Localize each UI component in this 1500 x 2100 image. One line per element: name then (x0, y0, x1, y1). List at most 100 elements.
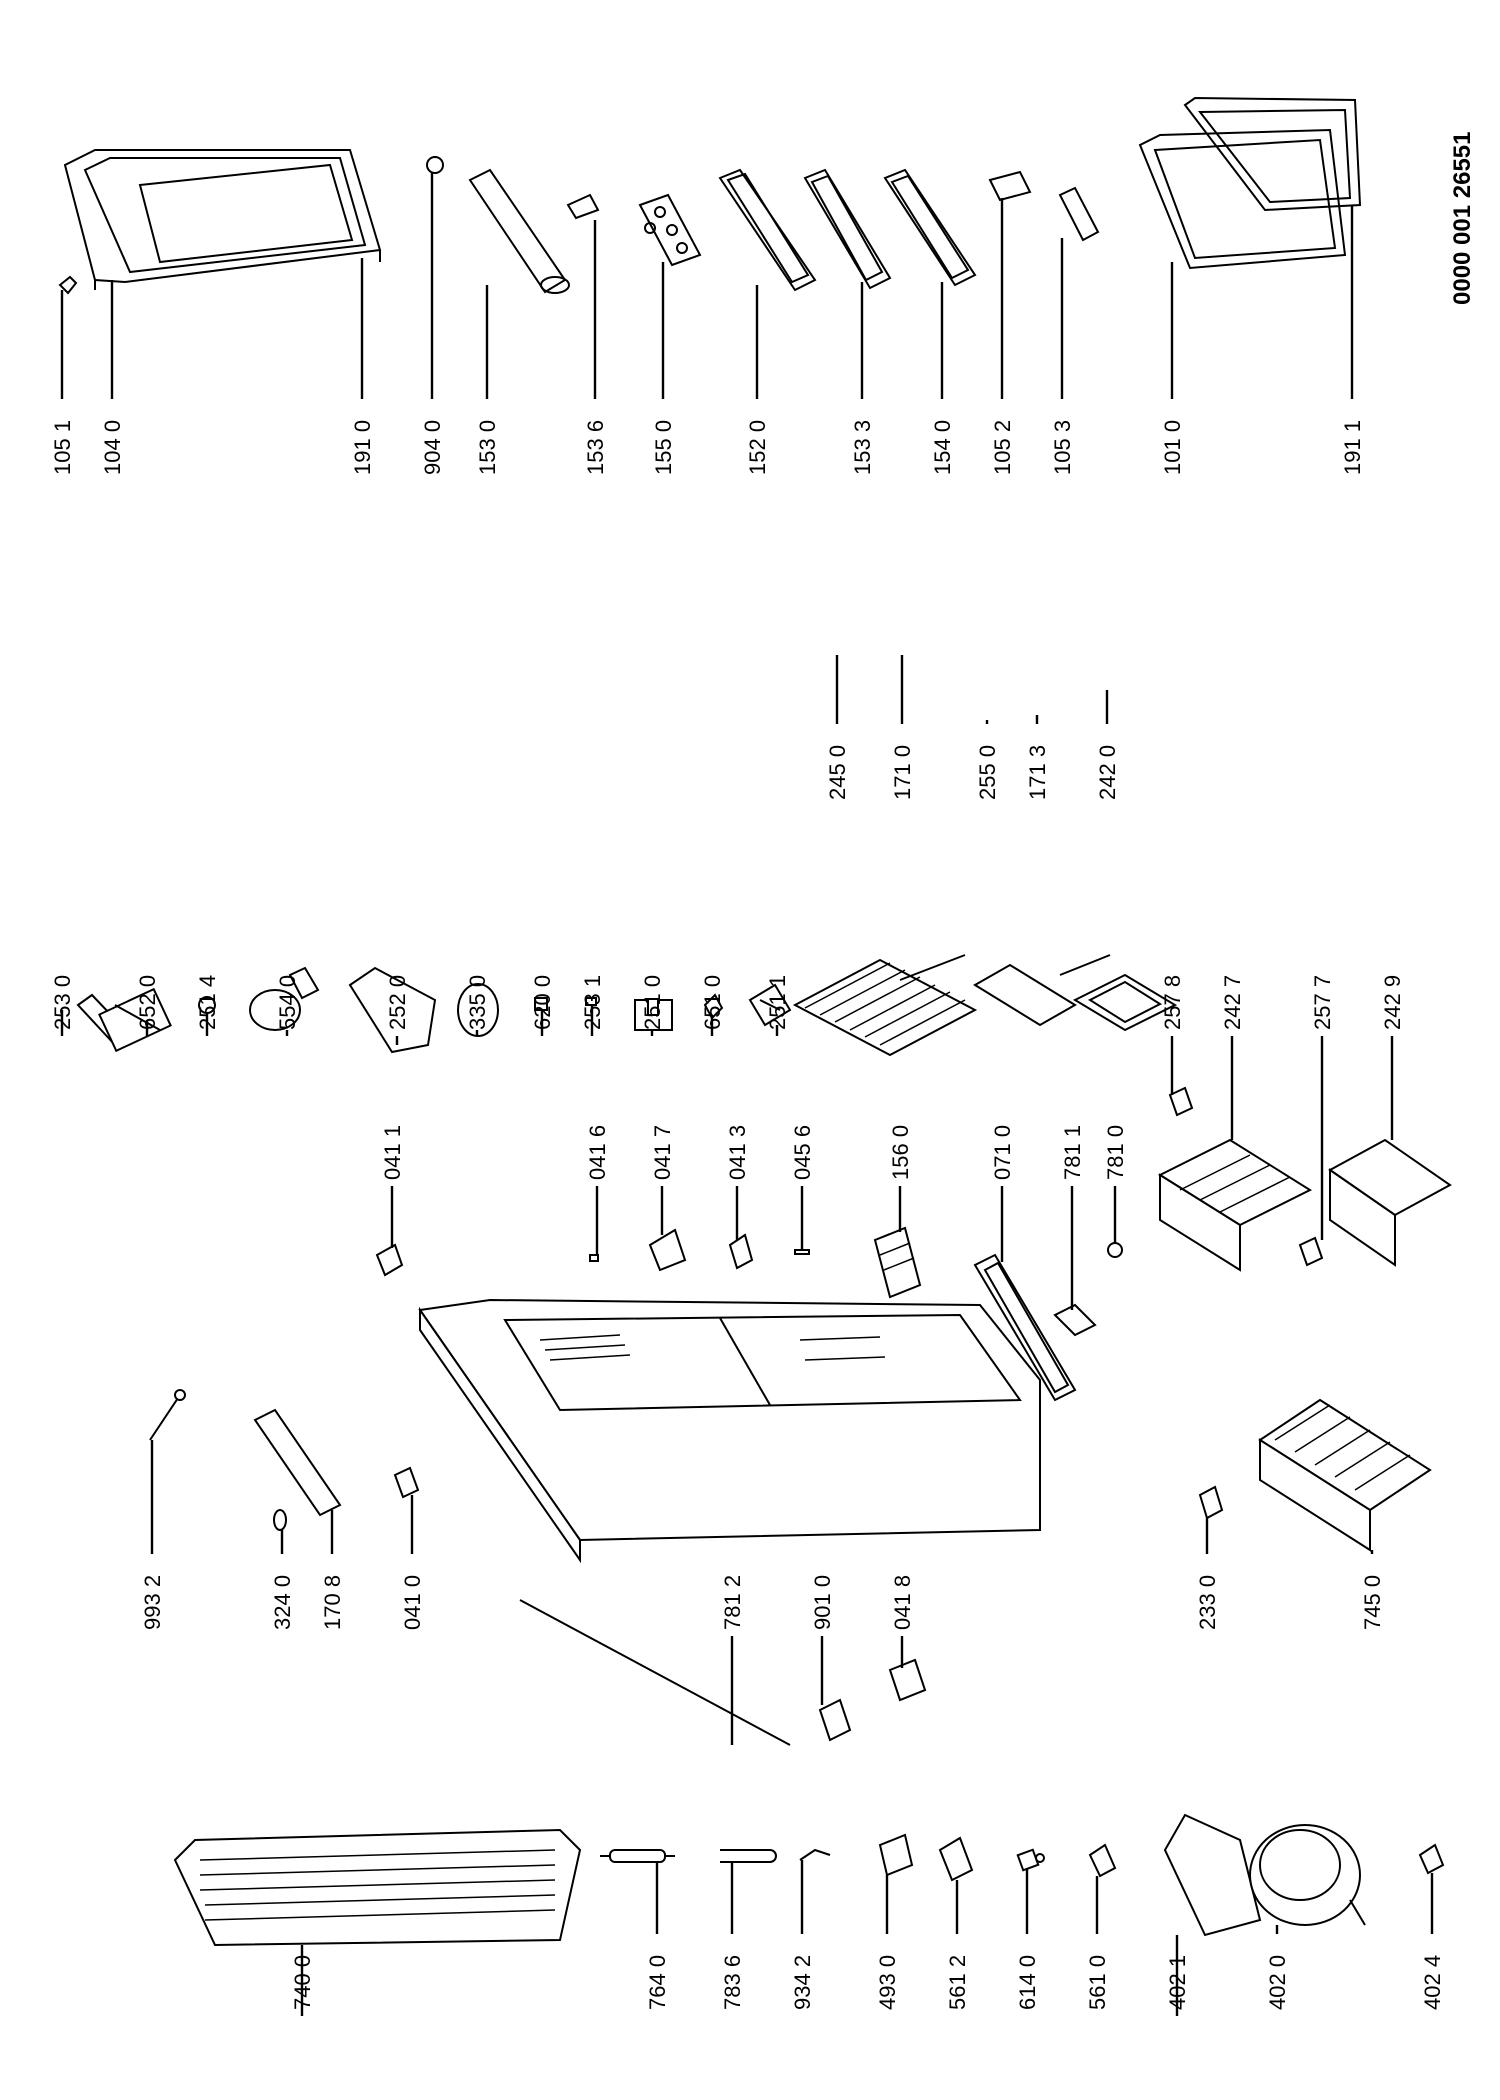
bulb-drawing (273, 1509, 287, 1531)
callout-label: 152 0 (745, 420, 770, 475)
dryer-drawing (600, 1849, 675, 1863)
thermal-protector-drawing (1016, 1848, 1045, 1872)
callout-label: 104 0 (100, 420, 125, 475)
compressor-drawing (1249, 1824, 1366, 1926)
callout-label: 233 0 (1195, 1575, 1220, 1630)
callout-label: 614 0 (1015, 1955, 1040, 2010)
door-shelf-large-drawing (718, 168, 817, 292)
compressor-base-drawing (1163, 1813, 1262, 1937)
callout-label: 561 0 (1085, 1955, 1110, 2010)
tube-drawing (720, 1849, 777, 1863)
callout-label: 041 3 (725, 1125, 750, 1180)
callout-label: 257 7 (1310, 975, 1335, 1030)
callout-label: 153 6 (583, 420, 608, 475)
callout-label: 901 0 (810, 1575, 835, 1630)
small-crisper-drawing (1072, 973, 1178, 1032)
condenser-drawing (173, 1828, 582, 1947)
lamp-cover-drawing (634, 999, 673, 1031)
callout-label: 561 2 (945, 1955, 970, 2010)
thermostat-housing-drawing (348, 966, 437, 1054)
callout-label: 651 0 (700, 975, 725, 1030)
door-shelf-medium-drawing (803, 168, 892, 290)
shelf-trim-drawing (1059, 954, 1111, 976)
hinge-pin-drawing (58, 275, 78, 295)
callout-label: 105 3 (1050, 420, 1075, 475)
callout-label: 191 0 (350, 420, 375, 475)
callout-label: 402 4 (1420, 1955, 1445, 2010)
callout-label: 191 1 (1340, 420, 1365, 475)
fridge-door-gasket-drawing (1183, 96, 1362, 212)
bracket-lower-drawing (393, 1466, 420, 1499)
callout-label: 251 0 (640, 975, 665, 1030)
callout-label: 620 0 (530, 975, 555, 1030)
knob-drawing (426, 156, 444, 174)
callout-label: 242 0 (1095, 745, 1120, 800)
callout-label: 781 0 (1103, 1125, 1128, 1180)
rod-drawing (519, 1599, 791, 1746)
callout-label: 252 0 (385, 975, 410, 1030)
freezer-drawer-lower-drawing (1328, 1138, 1452, 1267)
callout-label: 041 1 (380, 1125, 405, 1180)
connector-block-drawing (1088, 1843, 1117, 1878)
callout-label: 745 0 (1360, 1575, 1385, 1630)
hinge-bracket-drawing (1058, 186, 1100, 242)
callout-label: 257 8 (1160, 975, 1185, 1030)
freezer-drawer-upper-drawing (1157, 1138, 1313, 1272)
callout-label: 402 1 (1165, 1955, 1190, 2010)
document-code: 0000 001 26551 (1449, 131, 1476, 305)
callout-label: 245 0 (825, 745, 850, 800)
callout-label: 255 0 (975, 745, 1000, 800)
evaporator-drawing (1258, 1398, 1432, 1552)
bracket-small-drawing (888, 1658, 927, 1702)
handle-drawing (1053, 1303, 1097, 1337)
callout-label: 402 0 (1265, 1955, 1290, 2010)
callout-label: 171 3 (1025, 745, 1050, 800)
callout-label: 155 0 (651, 420, 676, 475)
callout-label: 101 0 (1160, 420, 1185, 475)
cable-drawing (149, 1394, 181, 1441)
callout-label: 154 0 (930, 420, 955, 475)
callout-label: 251 4 (195, 975, 220, 1030)
callout-label: 554 0 (275, 975, 300, 1030)
callout-label: 993 2 (140, 1575, 165, 1630)
callout-label: 153 3 (850, 420, 875, 475)
callout-label: 153 0 (475, 420, 500, 475)
drawer-front-drawing (973, 1253, 1077, 1402)
bracket-drawing (375, 1243, 404, 1277)
callout-label: 242 9 (1380, 975, 1405, 1030)
bottle-shelf-drawing (468, 168, 567, 294)
callout-label: 335 0 (465, 975, 490, 1030)
switch-block-drawing (98, 987, 172, 1053)
callout-label: 041 0 (400, 1575, 425, 1630)
freezer-door-drawing (63, 149, 382, 290)
clip-medium-drawing (728, 1233, 754, 1270)
callout-label: 781 1 (1060, 1125, 1085, 1180)
callout-label: 105 2 (990, 420, 1015, 475)
starter-drawing (938, 1836, 974, 1882)
callout-label: 253 0 (50, 975, 75, 1030)
egg-tray-drawing (638, 193, 702, 267)
callout-label: 171 0 (890, 745, 915, 800)
small-clip-drawing (589, 1254, 599, 1262)
clamp-drawing (1198, 1485, 1224, 1520)
lamp-holder-drawing (249, 966, 320, 1031)
cabinet-drawing (418, 1298, 1041, 1564)
callout-label: 783 6 (720, 1955, 745, 2010)
callout-label: 781 2 (720, 1575, 745, 1630)
door-shelf-small-drawing (883, 168, 977, 287)
callout-label: 041 6 (585, 1125, 610, 1180)
callout-label: 652 0 (135, 975, 160, 1030)
callout-label: 934 2 (790, 1955, 815, 2010)
cap-drawing (1107, 1242, 1123, 1258)
clip-drawing (566, 193, 600, 220)
callout-label: 740 0 (290, 1955, 315, 2010)
connector-drawing (703, 993, 724, 1020)
fridge-door-drawing (1138, 128, 1347, 270)
callout-label: 493 0 (875, 1955, 900, 2010)
glass-shelf-drawing (973, 963, 1077, 1027)
callout-label: 253 1 (580, 975, 605, 1030)
callout-label: 105 1 (50, 420, 75, 475)
callout-label: 170 8 (320, 1575, 345, 1630)
